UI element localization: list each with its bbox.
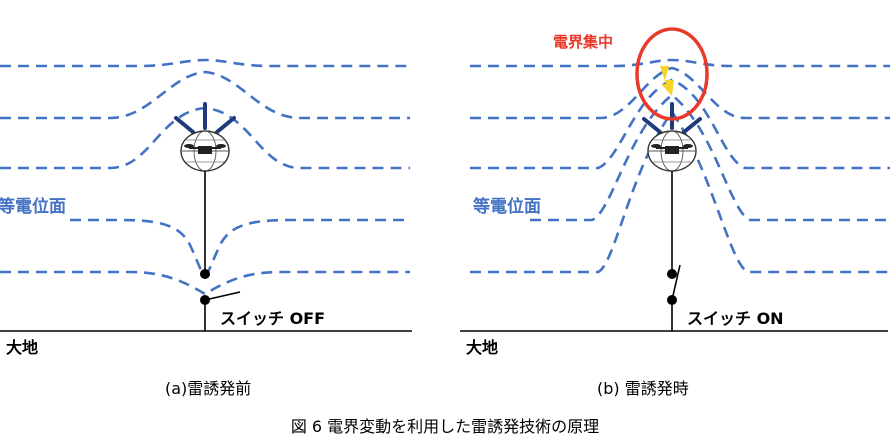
- antenna-rod-right-a: [215, 116, 236, 134]
- equipotential-line-b-2: [470, 66, 890, 120]
- switch-lever-open-a: [204, 291, 241, 301]
- equipotential-line-a-2: [0, 70, 410, 120]
- panel-caption-a: (a)雷誘発前: [165, 379, 251, 398]
- drone-rotor-left-a: [184, 144, 194, 148]
- equipotential-line-a-1: [0, 58, 410, 68]
- field-concentration-label: 電界集中: [553, 33, 613, 51]
- panel-a: 等電位面 スイッチ OFF 大地 (a)雷誘発前: [0, 58, 412, 398]
- ground-label-b: 大地: [466, 338, 498, 357]
- equipotential-line-b-4: [530, 93, 890, 222]
- drone-sphere-a: [180, 130, 230, 172]
- drone-rotor-right-a: [216, 144, 226, 148]
- ground-label-a: 大地: [6, 338, 38, 357]
- switch-contact-upper-a: [200, 269, 210, 279]
- switch-contact-upper-b: [667, 269, 677, 279]
- equipotential-label-b: 等電位面: [473, 196, 541, 217]
- figure-caption: 図 6 電界変動を利用した雷誘発技術の原理: [291, 417, 599, 436]
- drone-sphere-b: [647, 130, 697, 172]
- antenna-rod-right-b: [682, 117, 702, 134]
- antenna-rod-left-a: [174, 116, 195, 134]
- equipotential-line-a-4: [70, 218, 410, 277]
- equipotential-line-a-5: [0, 270, 410, 296]
- equipotential-label-a: 等電位面: [0, 196, 66, 217]
- drone-rotor-left-b: [651, 144, 661, 148]
- switch-label-b: スイッチ ON: [687, 309, 784, 328]
- antenna-rod-left-b: [642, 117, 662, 134]
- field-concentration-circle: [635, 27, 709, 121]
- panel-caption-b: (b) 雷誘発時: [597, 379, 689, 398]
- antenna-rods-a: [174, 102, 236, 134]
- equipotential-line-b-5: [470, 109, 890, 274]
- panel-b: 電界集中 等電位面 スイッチ ON 大地 (b) 雷誘発時: [460, 27, 890, 398]
- equipotential-line-b-1: [470, 58, 890, 68]
- lightning-bolt-icon: [660, 66, 674, 96]
- drone-body-b: [665, 146, 679, 154]
- switch-label-a: スイッチ OFF: [220, 309, 325, 328]
- drone-rotor-right-b: [683, 144, 693, 148]
- antenna-rods-b: [642, 102, 702, 134]
- drone-body-a: [198, 146, 212, 154]
- switch-lever-closed-b: [671, 264, 681, 301]
